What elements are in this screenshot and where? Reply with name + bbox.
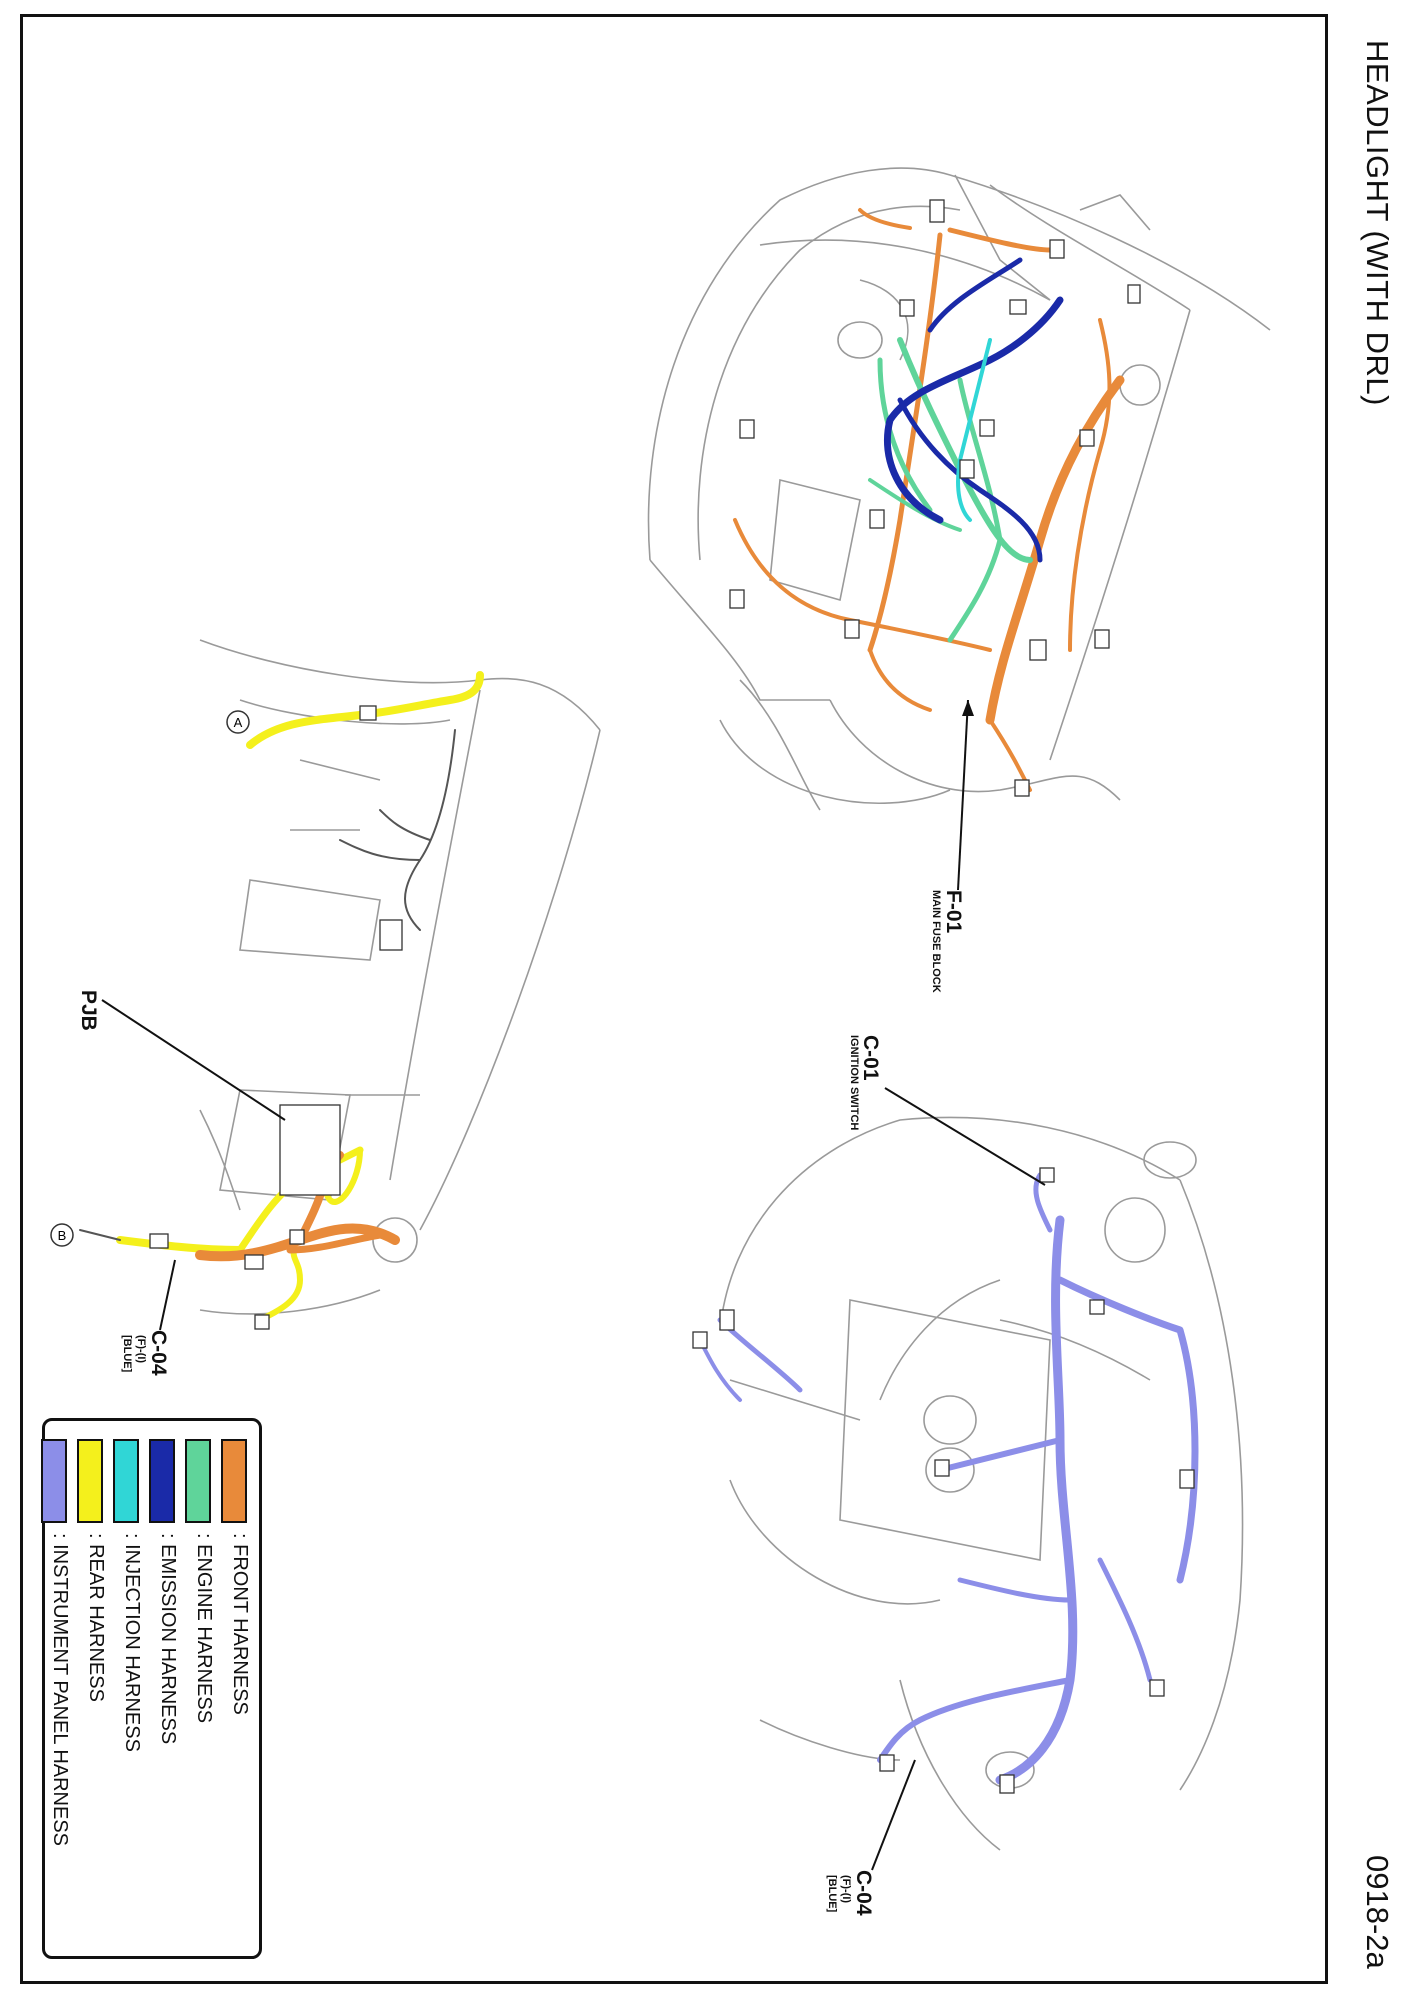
legend-swatch-front	[221, 1439, 247, 1523]
legend-label-instrument: : INSTRUMENT PANEL HARNESS	[49, 1533, 71, 1847]
injection-harness-wires	[956, 338, 992, 522]
ground-marker-a-label: A	[234, 715, 243, 730]
pjb-callout-code: PJB	[77, 990, 100, 1031]
f01-callout-code: F-01	[942, 890, 965, 934]
ground-marker-a	[226, 710, 250, 734]
c04-right-callout-sub2: [BLUE]	[826, 1875, 838, 1913]
engine-harness-wires	[868, 337, 1033, 643]
ground-marker-b-label: B	[58, 1228, 67, 1243]
c01-callout-name: IGNITION SWITCH	[848, 1035, 860, 1131]
c01-callout-code: C-01	[859, 1035, 882, 1081]
c04-left-callout-sub2: [BLUE]	[121, 1335, 133, 1373]
emission-harness-wires	[883, 257, 1064, 563]
rear-harness-wires	[116, 671, 484, 1323]
left-body-outline	[199, 639, 601, 1315]
legend-label-injection: : INJECTION HARNESS	[121, 1533, 143, 1752]
instrument-panel-outline	[719, 1116, 1244, 1851]
legend-swatch-injection	[113, 1439, 139, 1523]
instrument-panel-harness-wires	[698, 1172, 1199, 1785]
legend-swatch-rear	[77, 1439, 103, 1523]
legend-label-engine: : ENGINE HARNESS	[193, 1533, 215, 1724]
leader-lines	[101, 699, 1046, 1871]
front-harness-wires	[733, 208, 1125, 792]
c04-left-callout-sub1: (F)-(I)	[135, 1335, 147, 1364]
legend-swatch-engine	[185, 1439, 211, 1523]
f01-arrowhead	[962, 700, 974, 716]
legend-swatch-instrument	[41, 1439, 67, 1523]
page-frame	[20, 14, 1328, 1984]
c04-left-callout-code: C-04	[147, 1330, 170, 1376]
f01-callout-name: MAIN FUSE BLOCK	[930, 890, 942, 993]
harness-color-legend: : FRONT HARNESS : ENGINE HARNESS : EMISS…	[41, 1418, 262, 1959]
connector-boxes	[149, 199, 1195, 1794]
legend-label-emission: : EMISSION HARNESS	[157, 1533, 179, 1745]
legend-swatch-emission	[149, 1439, 175, 1523]
c04-right-callout-code: C-04	[852, 1870, 875, 1916]
legend-label-front: : FRONT HARNESS	[229, 1533, 251, 1715]
ground-marker-b	[50, 1223, 74, 1247]
legend-label-rear: : REAR HARNESS	[85, 1533, 107, 1702]
other-wires-left	[79, 729, 456, 1241]
c04-right-callout-sub1: (F)-(I)	[840, 1875, 852, 1904]
